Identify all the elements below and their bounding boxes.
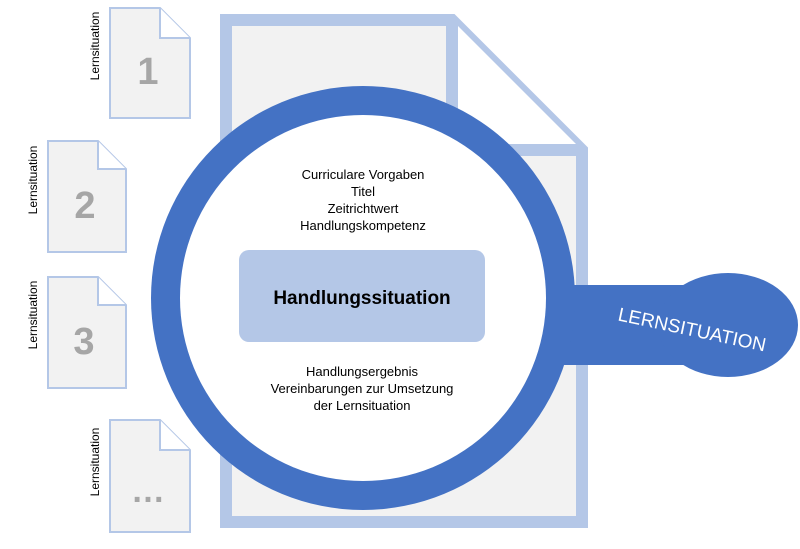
lens-line-zeitrichtwert: Zeitrichtwert [328,201,399,216]
lens-line-vereinbarungen: Vereinbarungen zur Umsetzung [271,381,454,396]
lens-line-titel: Titel [351,184,375,199]
lens-line-handlungskompetenz: Handlungskompetenz [300,218,426,233]
doc-1-number: 1 [137,51,158,93]
small-document-4: … Lernsituation [88,419,191,533]
lens-line-handlungsergebnis: Handlungsergebnis [306,364,419,379]
lens-bottom-text: Handlungsergebnis Vereinbarungen zur Ums… [271,364,454,413]
handlungssituation-label: Handlungssituation [273,288,450,309]
handlungssituation-box: Handlungssituation [239,250,485,342]
lens-line-der-lernsituation: der Lernsituation [314,398,411,413]
small-document-2: 2 Lernsituation [26,140,127,253]
doc-4-label: Lernsituation [88,428,102,497]
doc-3-label: Lernsituation [26,281,40,350]
lens-line-curriculare-vorgaben: Curriculare Vorgaben [302,167,425,182]
doc-2-label: Lernsituation [26,146,40,215]
doc-4-number: … [131,472,165,510]
doc-3-number: 3 [73,321,94,363]
lens-top-text: Curriculare Vorgaben Titel Zeitrichtwert… [300,167,426,233]
small-document-1: 1 Lernsituation [88,7,191,119]
doc-1-label: Lernsituation [88,12,102,81]
small-document-3: 3 Lernsituation [26,276,127,389]
doc-2-number: 2 [74,185,95,227]
